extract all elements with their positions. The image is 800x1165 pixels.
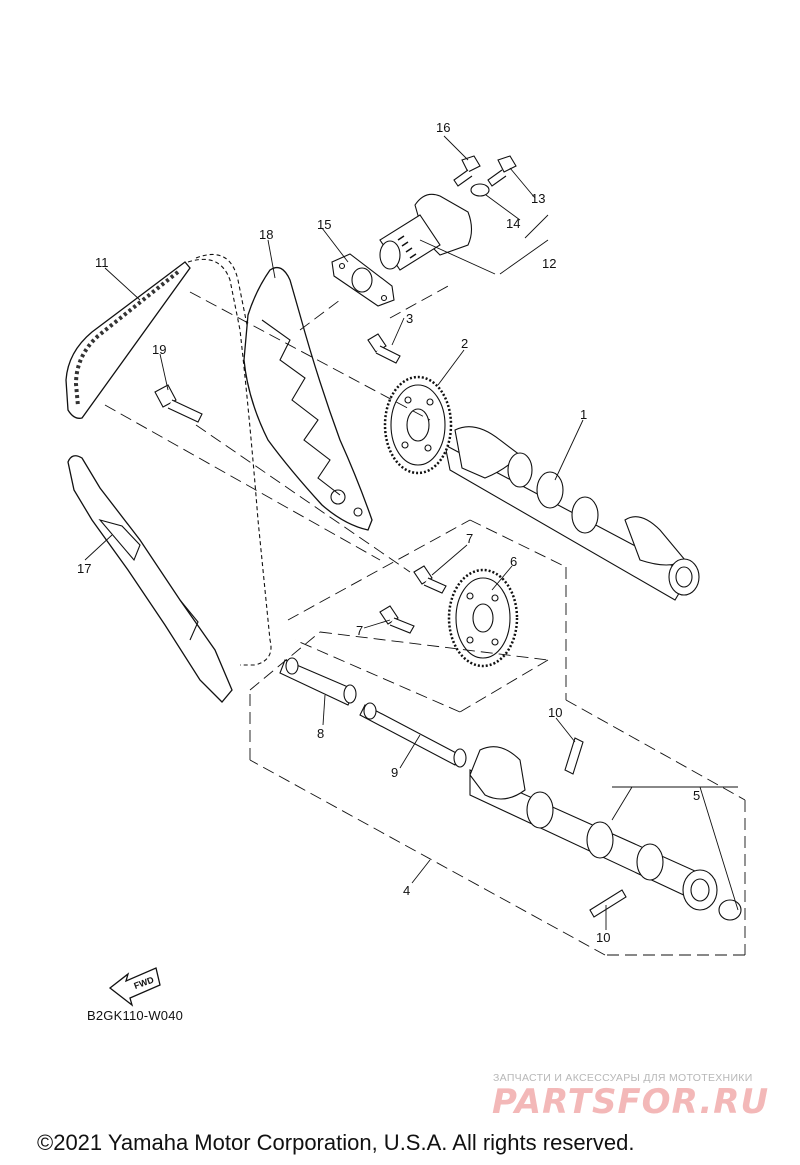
callout-19: 19 bbox=[152, 342, 167, 357]
bolt-16 bbox=[453, 155, 481, 187]
callout-11: 11 bbox=[95, 255, 109, 270]
callout-14: 14 bbox=[506, 216, 521, 231]
chain-guide bbox=[243, 266, 373, 531]
diagram-code: B2GK110-W040 bbox=[87, 1008, 184, 1023]
callout-4: 4 bbox=[403, 883, 411, 898]
callout-13: 13 bbox=[531, 191, 546, 206]
camshaft-5 bbox=[469, 746, 742, 921]
bolt-7a bbox=[413, 565, 447, 594]
callout-7b: 7 bbox=[356, 623, 364, 638]
cam-sprocket-2 bbox=[383, 375, 453, 475]
callout-15: 15 bbox=[317, 217, 332, 232]
callout-6: 6 bbox=[510, 554, 518, 569]
callout-5: 5 bbox=[693, 788, 701, 803]
shaft-8 bbox=[279, 657, 357, 706]
callout-16: 16 bbox=[436, 120, 451, 135]
alignment-lines bbox=[104, 284, 746, 956]
camshaft-1 bbox=[444, 426, 700, 601]
bolt-13 bbox=[487, 155, 517, 187]
bolt-19 bbox=[154, 384, 203, 423]
chain-tensioner bbox=[379, 193, 473, 271]
callout-7a: 7 bbox=[466, 531, 474, 546]
dowel-pin bbox=[564, 737, 584, 775]
callout-8: 8 bbox=[317, 726, 325, 741]
callout-10a: 10 bbox=[548, 705, 563, 720]
callout-18: 18 bbox=[259, 227, 274, 242]
cam-sprocket-6 bbox=[447, 568, 519, 668]
callout-12: 12 bbox=[542, 256, 557, 271]
timing-chain bbox=[65, 254, 272, 666]
callout-2: 2 bbox=[461, 336, 469, 351]
watermark-brand: PARTSFOR.RU bbox=[492, 1082, 770, 1122]
watermark-tagline: ЗАПЧАСТИ И АКСЕССУАРЫ ДЛЯ МОТОТЕХНИКИ bbox=[493, 1072, 753, 1084]
bolt-3 bbox=[367, 333, 401, 364]
callout-17: 17 bbox=[77, 561, 92, 576]
callout-1: 1 bbox=[580, 407, 588, 422]
dowel-pin bbox=[589, 889, 627, 918]
bolt-7b bbox=[379, 605, 415, 634]
copyright-notice: ©2021 Yamaha Motor Corporation, U.S.A. A… bbox=[37, 1130, 635, 1155]
tensioner-guide bbox=[67, 455, 233, 703]
fwd-arrow-icon bbox=[108, 967, 161, 1007]
gasket-15 bbox=[331, 253, 395, 307]
callout-10b: 10 bbox=[596, 930, 611, 945]
washer-14 bbox=[470, 183, 490, 197]
shaft-9 bbox=[359, 702, 467, 768]
leader-lines bbox=[84, 135, 739, 930]
callout-3: 3 bbox=[406, 311, 414, 326]
callout-9: 9 bbox=[391, 765, 399, 780]
